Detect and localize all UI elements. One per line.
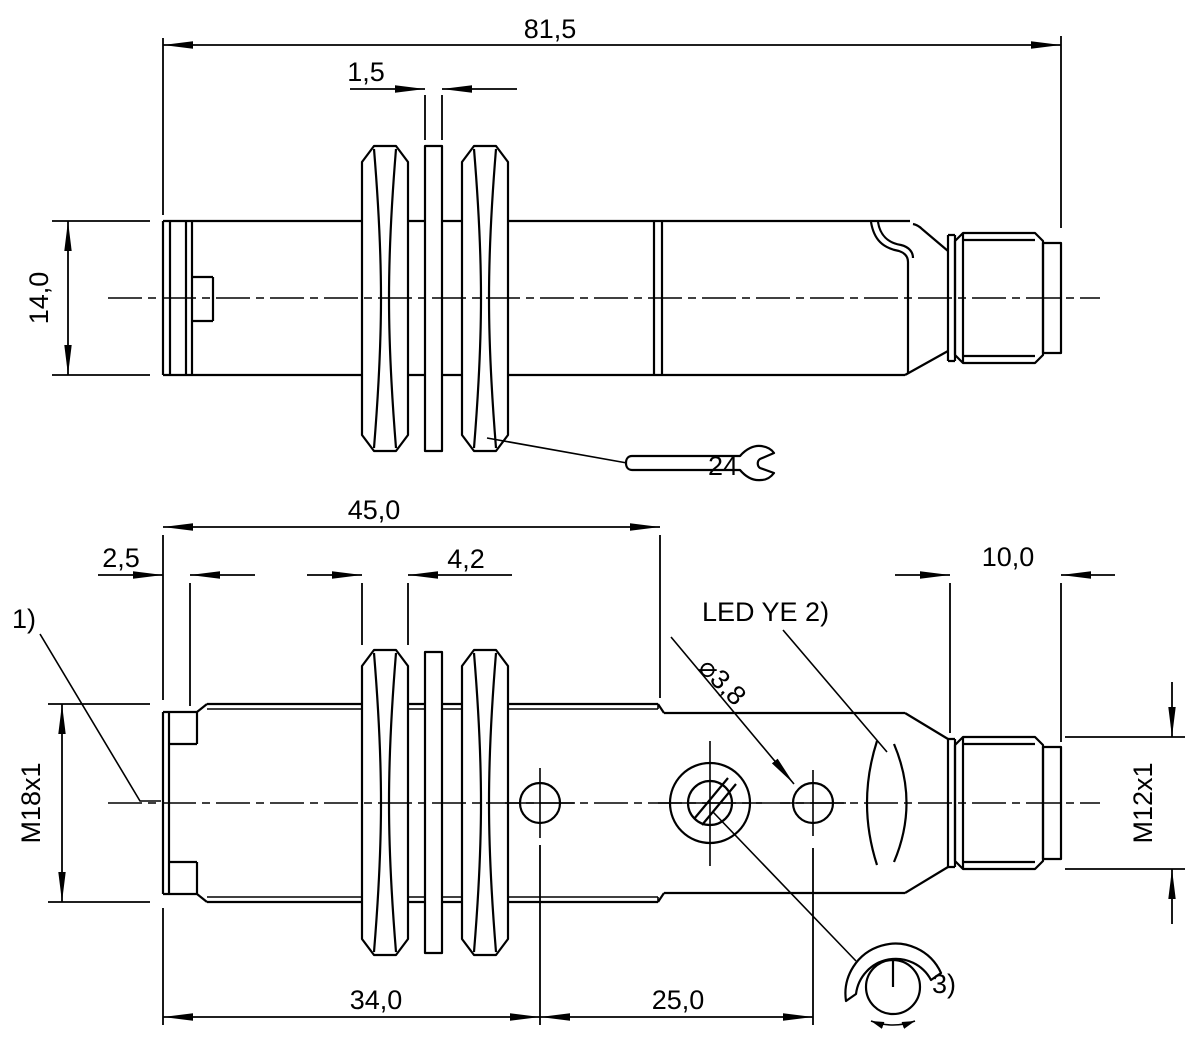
wrench-icon [624,444,776,482]
ext-lines-1-5 [424,95,443,140]
label-connector-thread: M12x1 [1128,762,1158,843]
bottom-view [108,648,1100,957]
dim-hole-to-led: 25,0 [652,985,705,1015]
led-hole-diameter-leader [670,636,795,785]
label-front-thread: M18x1 [16,762,46,843]
rotation-double-arrow-icon [870,1020,916,1029]
dim-front-to-hole: 34,0 [350,985,403,1015]
dim-cap-length: 2,5 [102,543,140,573]
led-hole [780,770,846,836]
top-view-dimensions: 81,5 1,5 14,0 24 [24,14,1062,482]
led-label: LED YE 2) [702,597,829,627]
washer-bottom [423,650,444,955]
bottom-connector-tip [1041,745,1063,861]
adjustment-knob-icon [844,942,943,1029]
footnote-1-leader [39,633,161,802]
dim-washer-thickness: 1,5 [347,57,385,87]
dim-total-length: 81,5 [524,14,577,44]
hex-nut-1-bottom [360,648,410,957]
dim-wrench-size: 24 [708,451,738,481]
top-body-edges [163,219,910,377]
top-sensing-face [161,221,215,375]
ext-lines-45-0 [162,535,661,700]
bottom-sensing-face [161,703,208,903]
hex-nut-2-top [460,144,510,453]
hex-nut-2-bottom [460,648,510,957]
ext-lines-10-0 [949,583,1062,742]
bottom-connector-barrel [953,735,1045,871]
rear-housing [664,711,949,895]
hex-nut-1-top [360,144,410,453]
dim-connector-length: 10,0 [982,542,1035,572]
potentiometer-slot [693,777,737,826]
led-label-leader [782,629,888,753]
connector-clip-slot [869,221,915,373]
potentiometer-hole [658,741,762,866]
dim-nut-thickness: 4,2 [447,544,485,574]
led-window-band [865,740,908,866]
mounting-hole [505,768,575,838]
wrench-leader-line [486,437,628,464]
dim-thread-length: 45,0 [348,495,401,525]
dim-body-height: 14,0 [24,272,54,325]
top-connector-tip [1041,241,1063,355]
ext-lines-4-2 [361,583,409,645]
ext-lines-81-5 [162,36,1062,228]
led-hole-diameter-label: ⌀3,8 [693,652,752,711]
top-rear-taper [904,222,949,376]
ext-lines-34-25 [162,845,814,1025]
washer-top [423,144,444,453]
footnote-1-label: 1) [12,604,36,634]
rotation-arc-icon [844,942,943,1003]
footnote-3-label: 3) [932,969,956,999]
bottom-view-dimensions: 45,0 2,5 4,2 10,0 34,0 25,0 M18x1 M12x1 [12,495,1185,1029]
thread-outer-lines [207,702,665,904]
top-view [108,144,1100,453]
footnote-3-leader [712,811,857,962]
top-connector-barrel [953,231,1045,365]
ext-lines-m12 [1065,736,1185,870]
thread-root-lines [207,704,659,902]
